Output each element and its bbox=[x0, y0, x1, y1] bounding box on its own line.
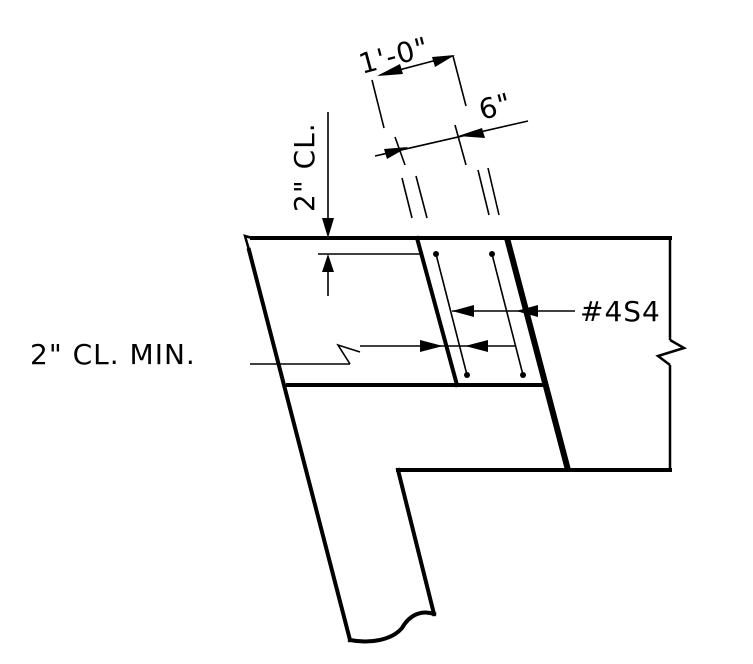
bar-end-dot bbox=[520, 372, 526, 378]
projection-line bbox=[371, 79, 385, 129]
arrowhead bbox=[322, 254, 334, 272]
stirrup-right-boundary bbox=[504, 237, 571, 471]
projection-line bbox=[401, 177, 413, 219]
arrowhead bbox=[322, 218, 334, 238]
bar-mark-callout: #4S4 bbox=[452, 295, 661, 328]
bottom-break-line bbox=[347, 610, 437, 644]
stirrup-bar-left bbox=[435, 253, 468, 376]
dim-spacing: 1'-0" bbox=[355, 30, 455, 81]
stem-right-edge bbox=[395, 467, 437, 617]
top-clear-label: 2" CL. bbox=[288, 122, 321, 212]
bar-end-dot bbox=[464, 372, 470, 378]
projection-line bbox=[452, 55, 467, 107]
bar-end-dot bbox=[433, 251, 439, 257]
stirrup-zone bbox=[414, 235, 571, 471]
arrowhead bbox=[516, 305, 538, 317]
arrowhead bbox=[432, 55, 455, 67]
left-sloped-face bbox=[246, 247, 353, 643]
top-left-hook bbox=[243, 234, 253, 251]
stirrup-bar-right bbox=[491, 253, 524, 376]
projection-line bbox=[487, 167, 500, 216]
dim-end-distance: 6" bbox=[374, 86, 529, 159]
projection-line bbox=[477, 169, 490, 216]
leader-break bbox=[336, 343, 361, 365]
projection-lines bbox=[371, 55, 500, 219]
bar-mark-label: #4S4 bbox=[580, 295, 661, 328]
arrowhead bbox=[377, 64, 403, 76]
concrete-outline bbox=[243, 234, 688, 644]
dim-top-clear: 2" CL. bbox=[288, 112, 421, 296]
stirrup-left-boundary bbox=[414, 235, 460, 388]
dim-side-clear: 2" CL. MIN. bbox=[30, 338, 515, 371]
side-clear-label: 2" CL. MIN. bbox=[30, 338, 196, 371]
dim-end-distance-label: 6" bbox=[475, 86, 515, 126]
bar-end-dot bbox=[489, 251, 495, 257]
arrowhead bbox=[452, 305, 474, 317]
arrowhead bbox=[458, 128, 485, 138]
arrowhead bbox=[465, 340, 488, 352]
arrowhead bbox=[384, 147, 408, 159]
projection-line bbox=[415, 175, 428, 219]
arrowhead bbox=[420, 340, 443, 352]
right-break-symbol bbox=[655, 338, 688, 366]
projection-line bbox=[454, 124, 467, 166]
